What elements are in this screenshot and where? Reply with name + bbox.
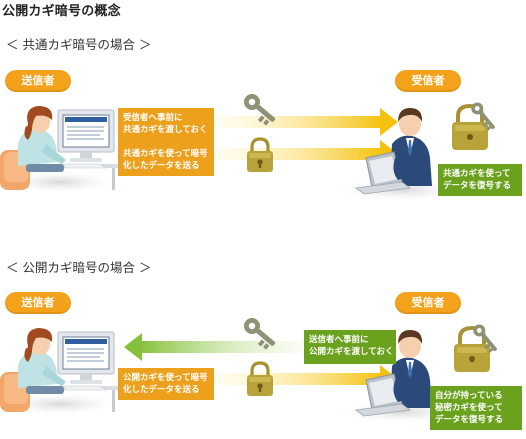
step-send-public-key-line-2: 公開カギを渡しておく [309, 347, 394, 357]
step-decrypt-common-line-2: データを復号する [443, 181, 512, 191]
step-decrypt-private-line-2: 秘密カギを使って [435, 403, 503, 413]
step-send-encrypted-public: 公開カギを使って暗号 化したデータを送る [118, 368, 214, 400]
lock-with-private-key-icon [452, 320, 503, 374]
sender-label: 送信者 [5, 70, 71, 92]
step-send-public-key-line-1: 送信者へ事前に [309, 335, 369, 345]
section-heading-common: ＜ 共通カギ暗号の場合 ＞ [6, 37, 152, 52]
step-send-public-key: 送信者へ事前に 公開カギを渡しておく [304, 330, 396, 364]
step-decrypt-private-line-1: 自分が持っている [435, 391, 503, 401]
step-send-common-key-line-1: 受信者へ事前に [123, 113, 183, 123]
lock-icon [245, 137, 275, 174]
sender-illustration [0, 105, 123, 195]
receiver-label-public: 受信者 [395, 292, 461, 314]
page-title: 公開カギ暗号の概念 [2, 4, 121, 19]
step-send-common-key-line-2: 共通カギを渡しておく [123, 125, 208, 135]
arrow-key-to-sender [124, 333, 306, 361]
step-send-encrypted-public-line-2: 化したデータを送る [123, 385, 200, 395]
step-decrypt-private: 自分が持っている 秘密カギを使って データを復号する [430, 386, 522, 430]
step-send-encrypted-common-line-2: 化したデータを送る [123, 161, 200, 171]
step-decrypt-common-line-1: 共通カギを使って [443, 169, 511, 179]
sender-illustration-public [0, 327, 123, 417]
lock-with-key-icon [450, 98, 501, 152]
step-send-common-key: 受信者へ事前に 共通カギを渡しておく [118, 108, 214, 144]
step-send-encrypted-common: 共通カギを使って暗号 化したデータを送る [118, 144, 214, 176]
step-send-encrypted-public-line-1: 公開カギを使って暗号 [123, 373, 208, 383]
sender-label-public: 送信者 [5, 292, 71, 314]
lock-icon-public [245, 361, 275, 398]
arrow-key-to-receiver [214, 108, 398, 136]
step-decrypt-common: 共通カギを使って データを復号する [438, 164, 522, 196]
step-send-encrypted-common-line-1: 共通カギを使って暗号 [123, 149, 208, 159]
step-decrypt-private-line-3: データを復号する [435, 415, 504, 425]
section-heading-public: ＜ 公開カギ暗号の場合 ＞ [6, 260, 152, 275]
receiver-label: 受信者 [395, 70, 461, 92]
